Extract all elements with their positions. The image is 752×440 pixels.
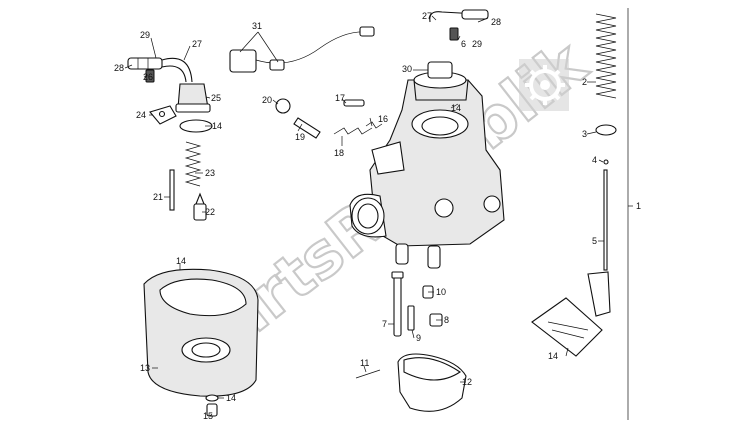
callout-21: 21: [153, 192, 163, 202]
callout-29-right: 29: [472, 39, 482, 49]
callout-2: 2: [582, 77, 587, 87]
needle-valve: [193, 192, 207, 221]
callout-5: 5: [592, 236, 597, 246]
needle-clip: [595, 124, 617, 165]
callout-14-gasket-bag: 14: [548, 351, 558, 361]
callout-31: 31: [252, 21, 262, 31]
spring: [184, 141, 202, 187]
callout-14-o-ring: 14: [212, 121, 222, 131]
callout-14-cap: 14: [451, 103, 461, 113]
callout-22: 22: [205, 207, 215, 217]
top-cap: [413, 61, 469, 101]
callout-9: 9: [416, 333, 421, 343]
fuel-inlet-fitting: [127, 57, 193, 83]
carburetor-body: [349, 79, 505, 269]
callout-14-drain-washer: 14: [226, 393, 236, 403]
callout-25: 25: [211, 93, 221, 103]
leader-lines: [124, 15, 633, 417]
callout-14-bowl-gasket: 14: [176, 256, 186, 266]
drain-washer: [205, 394, 219, 402]
idle-jet: [407, 305, 415, 331]
float-pivot-plate: [149, 105, 177, 125]
callout-15: 15: [203, 411, 213, 421]
callout-6: 6: [461, 39, 466, 49]
slide-spring: [595, 13, 617, 99]
callout-7: 7: [382, 319, 387, 329]
callout-11: 11: [360, 358, 369, 368]
callout-16: 16: [378, 114, 388, 124]
float-valve-body: [175, 83, 211, 113]
pin: [169, 169, 175, 211]
callout-20: 20: [262, 95, 272, 105]
callout-23: 23: [205, 168, 215, 178]
callout-1: 1: [636, 201, 641, 211]
callout-24: 24: [136, 110, 146, 120]
mixture-screw: [275, 98, 321, 139]
callout-30: 30: [402, 64, 412, 74]
callout-12: 12: [462, 377, 472, 387]
callout-10: 10: [436, 287, 446, 297]
callout-13: 13: [140, 363, 150, 373]
callout-28-right: 28: [491, 17, 501, 27]
jet-needle: [603, 169, 608, 271]
idle-screw: [333, 99, 383, 135]
emulsion-tube: [391, 271, 404, 337]
float-pin: [355, 369, 381, 379]
float: [397, 353, 467, 412]
callout-18: 18: [334, 148, 344, 158]
callout-8: 8: [444, 315, 449, 325]
callout-4: 4: [592, 155, 597, 165]
callout-3: 3: [582, 129, 587, 139]
watermark-gear-icon: [519, 59, 569, 111]
cap-fitting: [429, 9, 489, 41]
callout-26: 26: [143, 72, 153, 82]
callout-17: 17: [335, 93, 345, 103]
float-bowl: [143, 268, 259, 397]
drain-screw: [206, 403, 218, 417]
callout-numbers: 1 2 3 4 5 6 7 8 9 10 11 12 13 14 14 14 1…: [114, 11, 641, 421]
callout-19: 19: [295, 132, 305, 142]
callout-29-left: 29: [140, 30, 150, 40]
starter-cable: [229, 26, 375, 73]
callout-27-left: 27: [192, 39, 202, 49]
callout-27-right: 27: [422, 11, 432, 21]
gasket-set-bag: [531, 271, 611, 357]
callout-28-left: 28: [114, 63, 124, 73]
